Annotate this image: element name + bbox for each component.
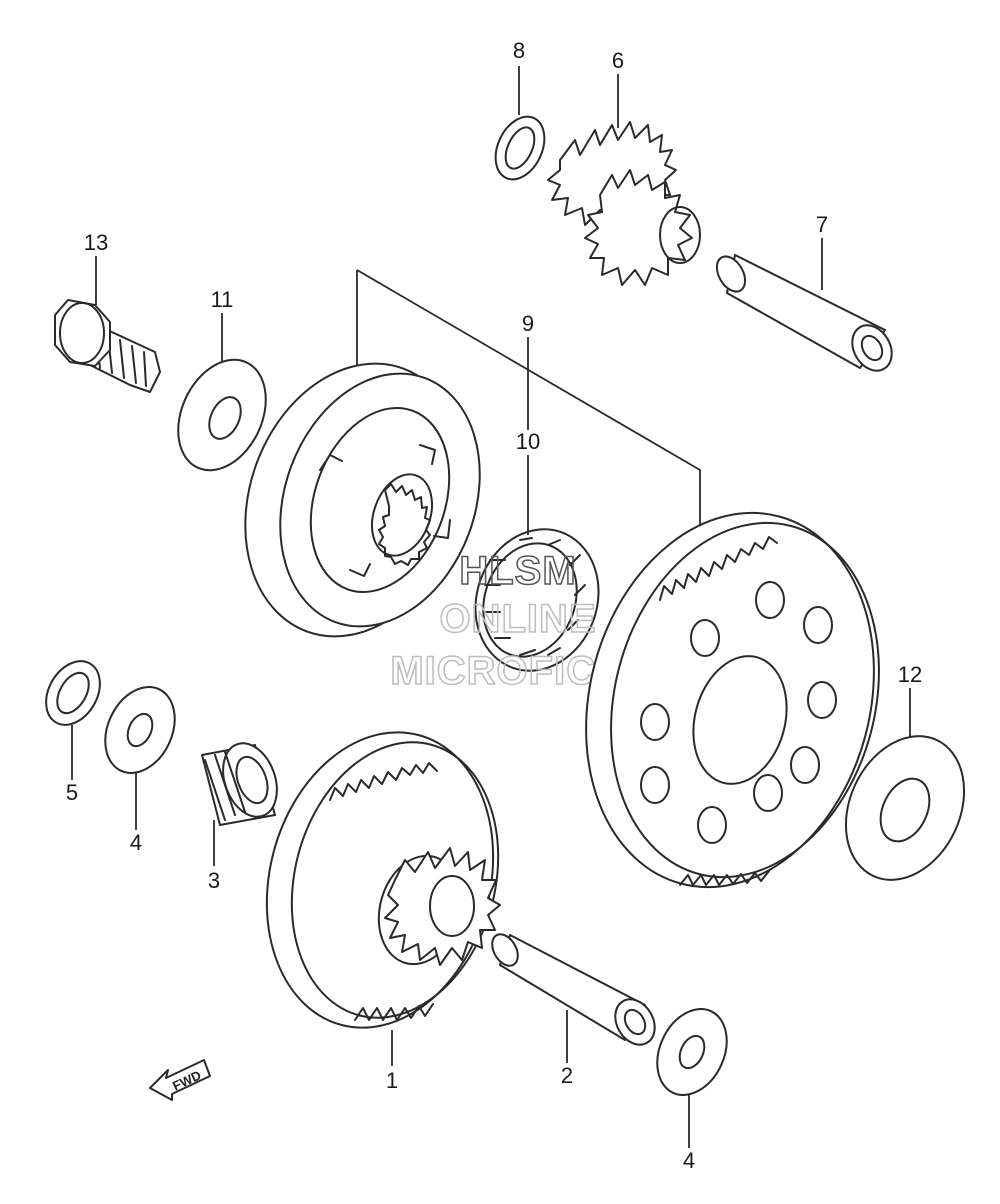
watermark-line1: HLSM — [459, 549, 576, 593]
washer-4-bottom — [656, 1008, 728, 1096]
label-part-4-left: 4 — [130, 830, 142, 855]
leader-lines — [71, 66, 911, 1148]
part-labels: 1 2 3 4 4 5 6 7 8 9 10 11 12 13 — [66, 38, 922, 1173]
label-part-1: 1 — [386, 1068, 398, 1093]
roller-bearing-10 — [474, 528, 600, 672]
watermark-line2: ONLINE — [439, 597, 596, 641]
label-part-7: 7 — [816, 212, 828, 237]
bolt-13 — [54, 299, 161, 393]
group-bracket — [356, 269, 701, 540]
shaft-7 — [715, 254, 893, 372]
wave-washer-5 — [45, 660, 101, 726]
label-part-9: 9 — [522, 311, 534, 336]
label-part-11: 11 — [211, 287, 234, 312]
label-part-13: 13 — [84, 230, 108, 255]
starter-clutch-9 — [244, 362, 481, 638]
label-part-5: 5 — [66, 780, 78, 805]
label-part-2: 2 — [561, 1063, 573, 1088]
shaft-2 — [491, 933, 656, 1046]
label-part-6: 6 — [612, 48, 624, 73]
starter-driven-gear — [585, 511, 880, 889]
washer-11 — [177, 358, 267, 472]
label-part-12: 12 — [898, 662, 922, 687]
label-part-8: 8 — [513, 38, 525, 63]
label-part-4-bottom: 4 — [683, 1148, 695, 1173]
label-part-3: 3 — [208, 868, 220, 893]
idle-gear-1 — [265, 731, 501, 1029]
needle-bearing-3 — [201, 742, 278, 826]
fwd-label: FWD — [170, 1067, 203, 1093]
wave-washer-8 — [494, 115, 546, 181]
gear-6 — [547, 121, 701, 286]
label-part-10: 10 — [516, 429, 540, 454]
washer-4-left — [104, 686, 176, 774]
fwd-arrow-icon: FWD — [149, 1059, 211, 1101]
washer-12 — [844, 735, 966, 881]
